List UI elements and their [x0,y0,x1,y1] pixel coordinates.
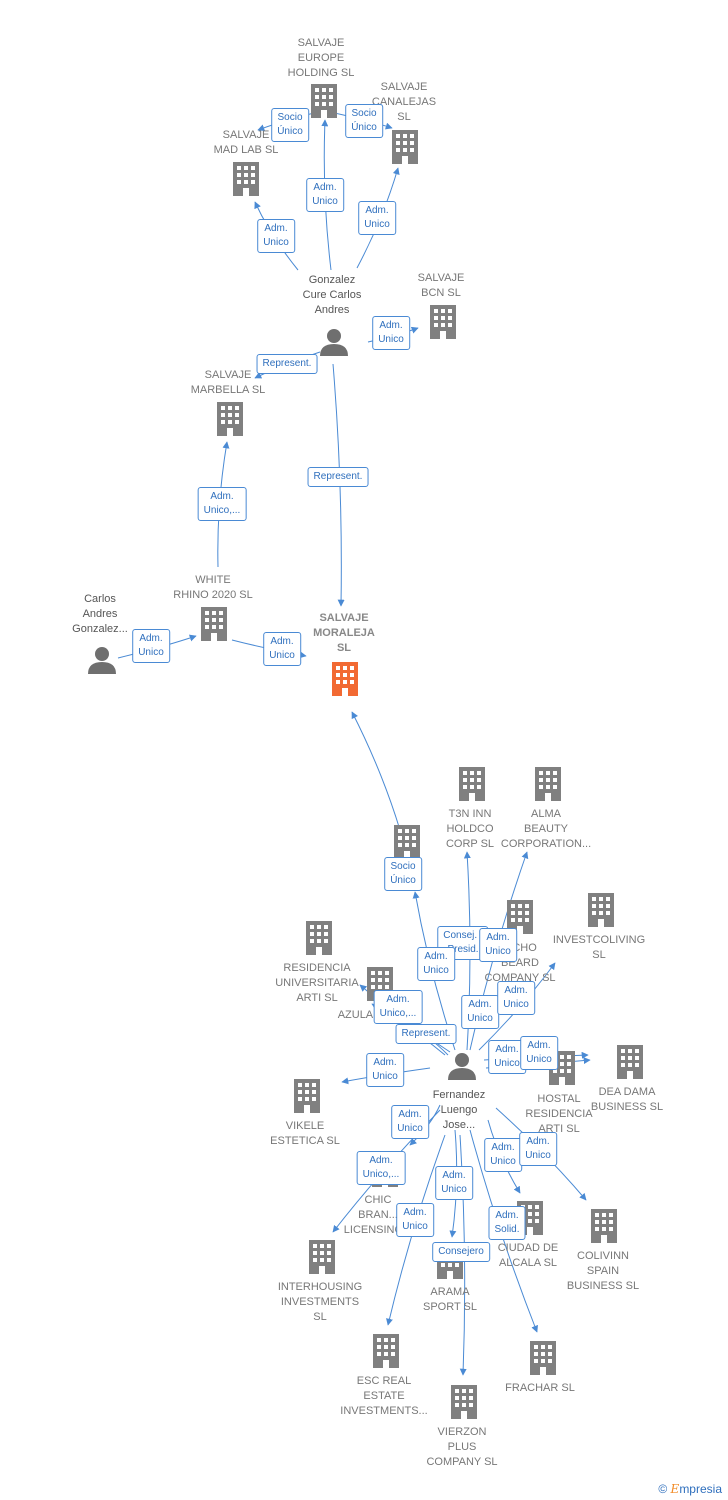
brand-logo-text: mpresia [679,1482,722,1496]
node-label-n_ara[interactable]: ARAMA SPORT SL [422,1286,478,1313]
node-label-n_ciu[interactable]: CIUDAD DE ALCALA SL [497,1242,559,1269]
company-building-icon[interactable] [201,607,227,641]
company-building-icon[interactable] [535,767,561,801]
edge-role-label[interactable]: Socio Único [271,108,309,142]
node-label-n_wr[interactable]: WHITE RHINO 2020 SL [173,574,253,601]
edge-role-label[interactable]: Adm. Unico,... [373,990,423,1024]
edge-role-label[interactable]: Adm. Unico [391,1105,429,1139]
node-label-n_bcn[interactable]: SALVAJE BCN SL [417,272,465,299]
person-icon[interactable] [320,329,348,356]
edge-role-label[interactable]: Adm. Unico [257,219,295,253]
node-label-n_mor[interactable]: SALVAJE MORALEJA SL [313,612,375,654]
company-building-icon[interactable] [311,84,337,118]
company-building-icon[interactable] [217,402,243,436]
node-label-n_fra[interactable]: FRACHAR SL [505,1382,575,1394]
node-label-n_mar[interactable]: SALVAJE MARBELLA SL [190,369,266,396]
company-building-icon[interactable] [306,921,332,955]
node-label-n_mad[interactable]: SALVAJE MAD LAB SL [213,129,279,156]
node-label-n_hos[interactable]: HOSTAL RESIDENCIA ARTI SL [525,1093,593,1135]
edge-role-label[interactable]: Adm. Solid. [488,1206,526,1240]
node-label-n_inv[interactable]: INVESTCOLIVING SL [552,934,646,961]
node-label-n_res[interactable]: RESIDENCIA UNIVERSITARIA ARTI SL [275,962,359,1004]
node-label-n_dea[interactable]: DEA DAMA BUSINESS SL [590,1086,664,1113]
edge-role-label[interactable]: Represent. [256,354,318,374]
edge-role-label[interactable]: Adm. Unico [306,178,344,212]
edge-role-label[interactable]: Adm. Unico [484,1138,522,1172]
edge-role-label[interactable]: Socio Único [345,104,383,138]
node-label-n_t3n[interactable]: T3N INN HOLDCO CORP SL [445,808,495,850]
edge-role-label[interactable]: Adm. Unico [497,981,535,1015]
edge-role-label[interactable]: Adm. Unico [519,1132,557,1166]
company-building-icon[interactable] [430,305,456,339]
copyright-notice: © Empresia [658,1482,722,1496]
edge-line [351,711,401,831]
edge-role-label[interactable]: Adm. Unico [358,201,396,235]
company-building-icon[interactable] [392,130,418,164]
edge-role-label[interactable]: Adm. Unico [417,947,455,981]
edge-role-label[interactable]: Represent. [307,467,369,487]
edge-role-label[interactable]: Adm. Unico [479,928,517,962]
node-label-n_alm[interactable]: ALMA BEAUTY CORPORATION... [500,808,592,850]
edge-role-label[interactable]: Adm. Unico [461,995,499,1029]
copyright-symbol: © [658,1482,668,1496]
edge-role-label[interactable]: Consejero [432,1242,490,1262]
company-building-icon[interactable] [373,1334,399,1368]
edge-role-label[interactable]: Represent. [395,1024,457,1044]
company-building-icon[interactable] [309,1240,335,1274]
node-label-n_vie[interactable]: VIERZON PLUS COMPANY SL [426,1426,498,1468]
company-building-icon[interactable] [233,162,259,196]
company-building-icon[interactable] [459,767,485,801]
node-label-n_chi[interactable]: CHIC BRAN... LICENSING... [343,1194,413,1236]
focus-company-icon[interactable] [332,662,358,696]
node-label-n_can[interactable]: SALVAJE CANALEJAS SL [371,81,437,123]
node-label-n_fer[interactable]: Fernandez Luengo Jose... [432,1089,486,1131]
edge-role-label[interactable]: Adm. Unico [132,629,170,663]
edge-role-label[interactable]: Adm. Unico,... [356,1151,406,1185]
edge-role-label[interactable]: Adm. Unico,... [197,487,247,521]
company-building-icon[interactable] [591,1209,617,1243]
company-building-icon[interactable] [394,825,420,859]
company-building-icon[interactable] [294,1079,320,1113]
person-icon[interactable] [448,1053,476,1080]
edge-role-label[interactable]: Adm. Unico [366,1053,404,1087]
edge-role-label[interactable]: Adm. Unico [488,1040,526,1074]
company-building-icon[interactable] [588,893,614,927]
company-building-icon[interactable] [617,1045,643,1079]
person-icon[interactable] [88,647,116,674]
node-label-n_gca[interactable]: Gonzalez Cure Carlos Andres [302,274,362,316]
edge-role-label[interactable]: Socio Único [384,857,422,891]
node-label-n_int[interactable]: INTERHOUSING INVESTMENTS SL [277,1281,363,1323]
edge-role-label[interactable]: Adm. Unico [435,1166,473,1200]
company-building-icon[interactable] [530,1341,556,1375]
node-label-n_col[interactable]: COLIVINN SPAIN BUSINESS SL [566,1250,640,1292]
node-label-n_eur[interactable]: SALVAJE EUROPE HOLDING SL [287,37,355,79]
node-label-n_azu[interactable]: AZULA... [337,1009,383,1021]
company-building-icon[interactable] [451,1385,477,1419]
node-label-n_cag[interactable]: Carlos Andres Gonzalez... [72,593,128,635]
edge-role-label[interactable]: Adm. Unico [372,316,410,350]
node-label-n_vik[interactable]: VIKELE ESTETICA SL [270,1120,340,1147]
node-label-n_esc[interactable]: ESC REAL ESTATE INVESTMENTS... [340,1375,428,1417]
edge-role-label[interactable]: Adm. Unico [263,632,301,666]
brand-logo-initial: E [670,1482,680,1496]
edge-role-label[interactable]: Adm. Unico [520,1036,558,1070]
edge-role-label[interactable]: Adm. Unico [396,1203,434,1237]
